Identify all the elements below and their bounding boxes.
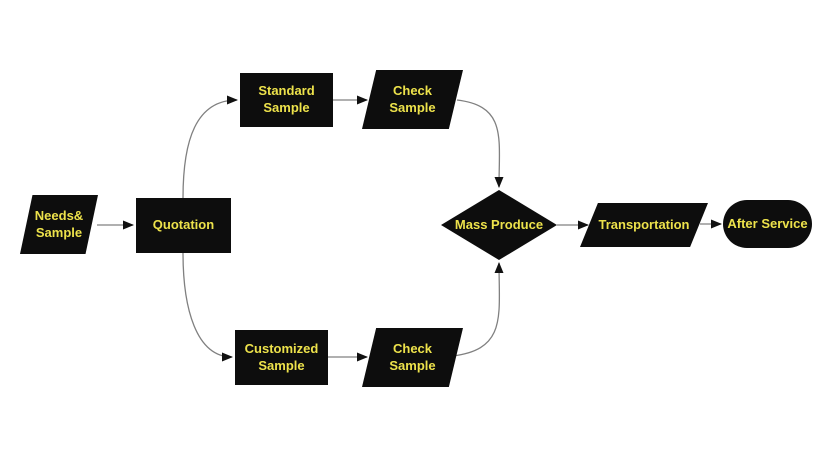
node-check-sample-bottom-label: Check Sample bbox=[389, 340, 436, 373]
node-transportation: Transportation bbox=[580, 203, 708, 247]
node-needs-sample: Needs& Sample bbox=[20, 195, 98, 254]
node-mass-produce-label: Mass Produce bbox=[454, 216, 544, 232]
node-after-service-label: After Service bbox=[727, 215, 808, 231]
connector-quotation-to-standard bbox=[182, 95, 238, 199]
node-customized-sample: Customized Sample bbox=[235, 330, 328, 385]
node-after-service: After Service bbox=[723, 200, 812, 248]
node-standard-sample: Standard Sample bbox=[240, 73, 333, 127]
node-check-sample-top: Check Sample bbox=[362, 70, 463, 129]
node-quotation-label: Quotation bbox=[152, 217, 215, 233]
node-standard-sample-label: Standard Sample bbox=[258, 83, 315, 115]
node-needs-sample-label: Needs& Sample bbox=[34, 207, 84, 240]
node-check-sample-bottom: Check Sample bbox=[362, 328, 463, 387]
connector-checktop-to-massproduce bbox=[456, 99, 504, 188]
node-quotation: Quotation bbox=[136, 198, 231, 253]
connector-checkbottom-to-massproduce bbox=[452, 262, 504, 357]
connector-quotation-to-customized bbox=[182, 252, 233, 362]
node-customized-sample-label: Customized Sample bbox=[244, 340, 319, 373]
node-transportation-label: Transportation bbox=[598, 216, 690, 232]
node-check-sample-top-label: Check Sample bbox=[389, 82, 436, 115]
